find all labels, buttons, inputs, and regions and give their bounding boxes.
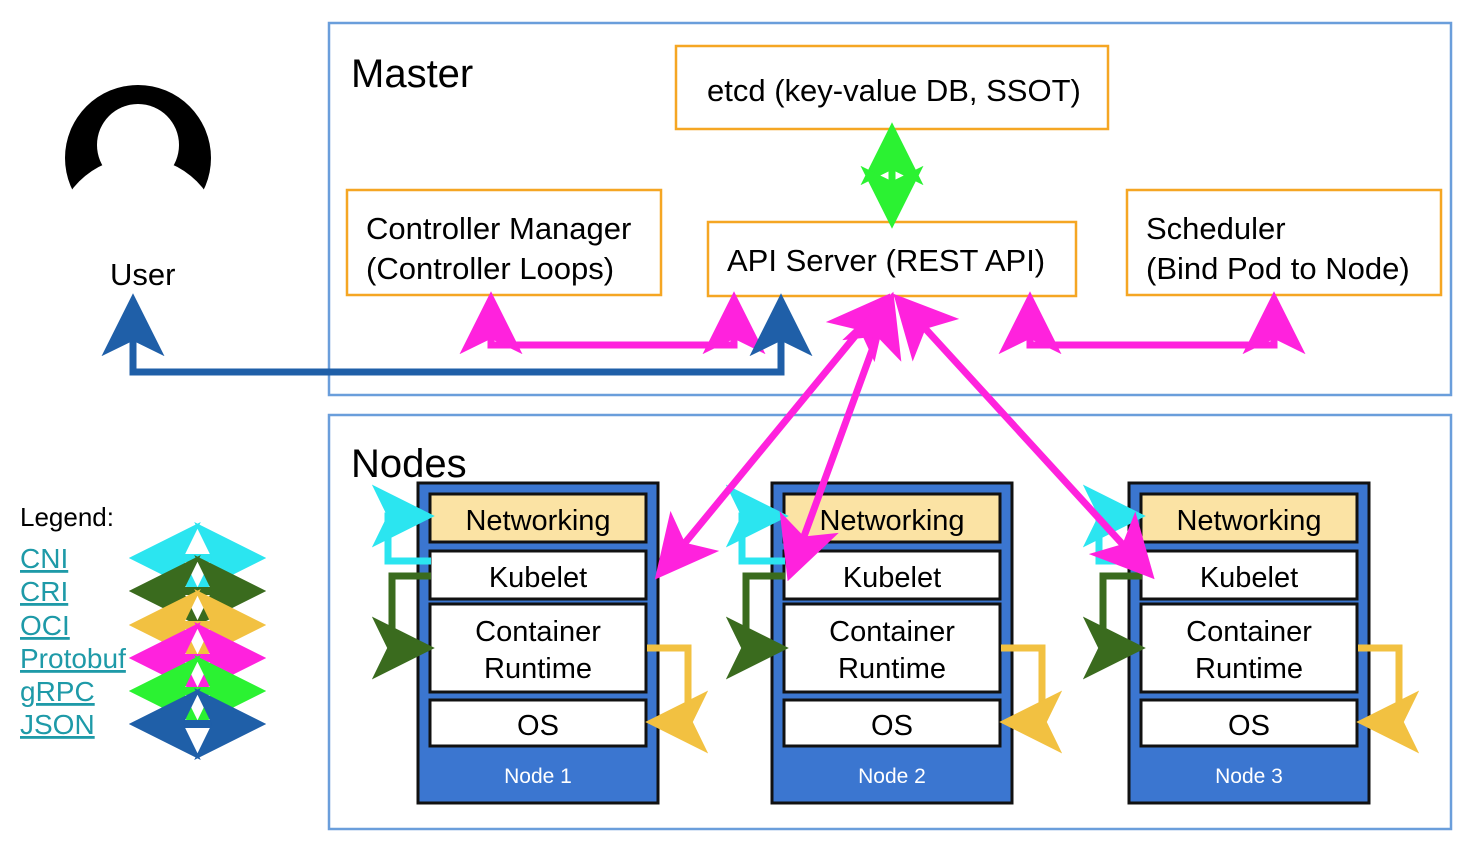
user-label: User xyxy=(110,257,175,292)
node-3-container-runtime[interactable] xyxy=(1139,602,1359,694)
node-1-networking-label: Networking xyxy=(465,505,610,537)
controller-manager-box[interactable]: Controller Manager (Controller Loops) xyxy=(345,188,663,297)
node-3-os-label: OS xyxy=(1228,710,1270,742)
protobuf-arrow-apiserver-node-2 xyxy=(779,291,902,582)
node-1-kubelet-label: Kubelet xyxy=(489,562,587,594)
node-2-container-runtime[interactable] xyxy=(782,602,1002,694)
node-3-container-runtime-label-line1: Container xyxy=(1186,616,1312,648)
node-1-kubelet[interactable] xyxy=(428,549,648,601)
legend-item-grpc-label[interactable]: gRPC xyxy=(20,676,95,707)
node-2-os[interactable] xyxy=(782,698,1002,748)
etcd-box[interactable]: etcd (key-value DB, SSOT) xyxy=(674,44,1110,131)
controller-manager-label-line2: (Controller Loops) xyxy=(366,251,614,286)
user-figure: User xyxy=(55,85,221,292)
node-3-networking[interactable] xyxy=(1139,492,1359,544)
node-3-container-runtime-label-line2: Runtime xyxy=(1195,653,1303,685)
legend-item-protobuf-label[interactable]: Protobuf xyxy=(20,643,126,674)
node-1[interactable]: Networking Kubelet Container Runtime OS … xyxy=(416,481,660,805)
legend-item-oci-label[interactable]: OCI xyxy=(20,610,70,641)
node-2-container-runtime-label-line2: Runtime xyxy=(838,653,946,685)
legend: Legend: CNI CRI OCI Protobuf gRPC JSON xyxy=(20,502,267,760)
node-3[interactable]: Networking Kubelet Container Runtime OS … xyxy=(1127,481,1371,805)
legend-title: Legend: xyxy=(20,502,114,532)
oci-arrow-node-3 xyxy=(1356,644,1420,754)
node-3-networking-label: Networking xyxy=(1176,505,1321,537)
controller-manager-label-line1: Controller Manager xyxy=(366,211,631,246)
api-server-box[interactable]: API Server (REST API) xyxy=(706,220,1078,298)
oci-arrow-node-2 xyxy=(999,644,1063,754)
node-1-label: Node 1 xyxy=(504,765,572,788)
legend-item-cni-label[interactable]: CNI xyxy=(20,543,68,574)
node-1-container-runtime-label-line1: Container xyxy=(475,616,601,648)
node-2-networking-label: Networking xyxy=(819,505,964,537)
node-1-os-label: OS xyxy=(517,710,559,742)
node-1-container-runtime-label-line2: Runtime xyxy=(484,653,592,685)
node-2-kubelet-label: Kubelet xyxy=(843,562,941,594)
user-avatar-icon xyxy=(55,85,221,246)
nodes-title: Nodes xyxy=(351,442,467,486)
cni-arrow-node-1 xyxy=(371,484,435,565)
node-3-label: Node 3 xyxy=(1215,765,1283,788)
legend-item-json-label[interactable]: JSON xyxy=(20,709,95,740)
api-server-label: API Server (REST API) xyxy=(727,243,1045,278)
oci-arrow-node-1 xyxy=(645,644,709,754)
cri-arrow-node-1 xyxy=(371,572,435,680)
node-2-os-label: OS xyxy=(871,710,913,742)
scheduler-box[interactable]: Scheduler (Bind Pod to Node) xyxy=(1125,188,1443,297)
scheduler-label-line2: (Bind Pod to Node) xyxy=(1146,251,1410,286)
protobuf-arrow-apiserver-node-3 xyxy=(893,293,1155,580)
node-3-os[interactable] xyxy=(1139,698,1359,748)
legend-item-cri-label[interactable]: CRI xyxy=(20,576,68,607)
node-3-kubelet-label: Kubelet xyxy=(1200,562,1298,594)
etcd-label: etcd (key-value DB, SSOT) xyxy=(707,73,1081,108)
node-2-container-runtime-label-line1: Container xyxy=(829,616,955,648)
scheduler-label-line1: Scheduler xyxy=(1146,211,1286,246)
master-title: Master xyxy=(351,52,473,96)
node-1-container-runtime[interactable] xyxy=(428,602,648,694)
node-2-label: Node 2 xyxy=(858,765,926,788)
